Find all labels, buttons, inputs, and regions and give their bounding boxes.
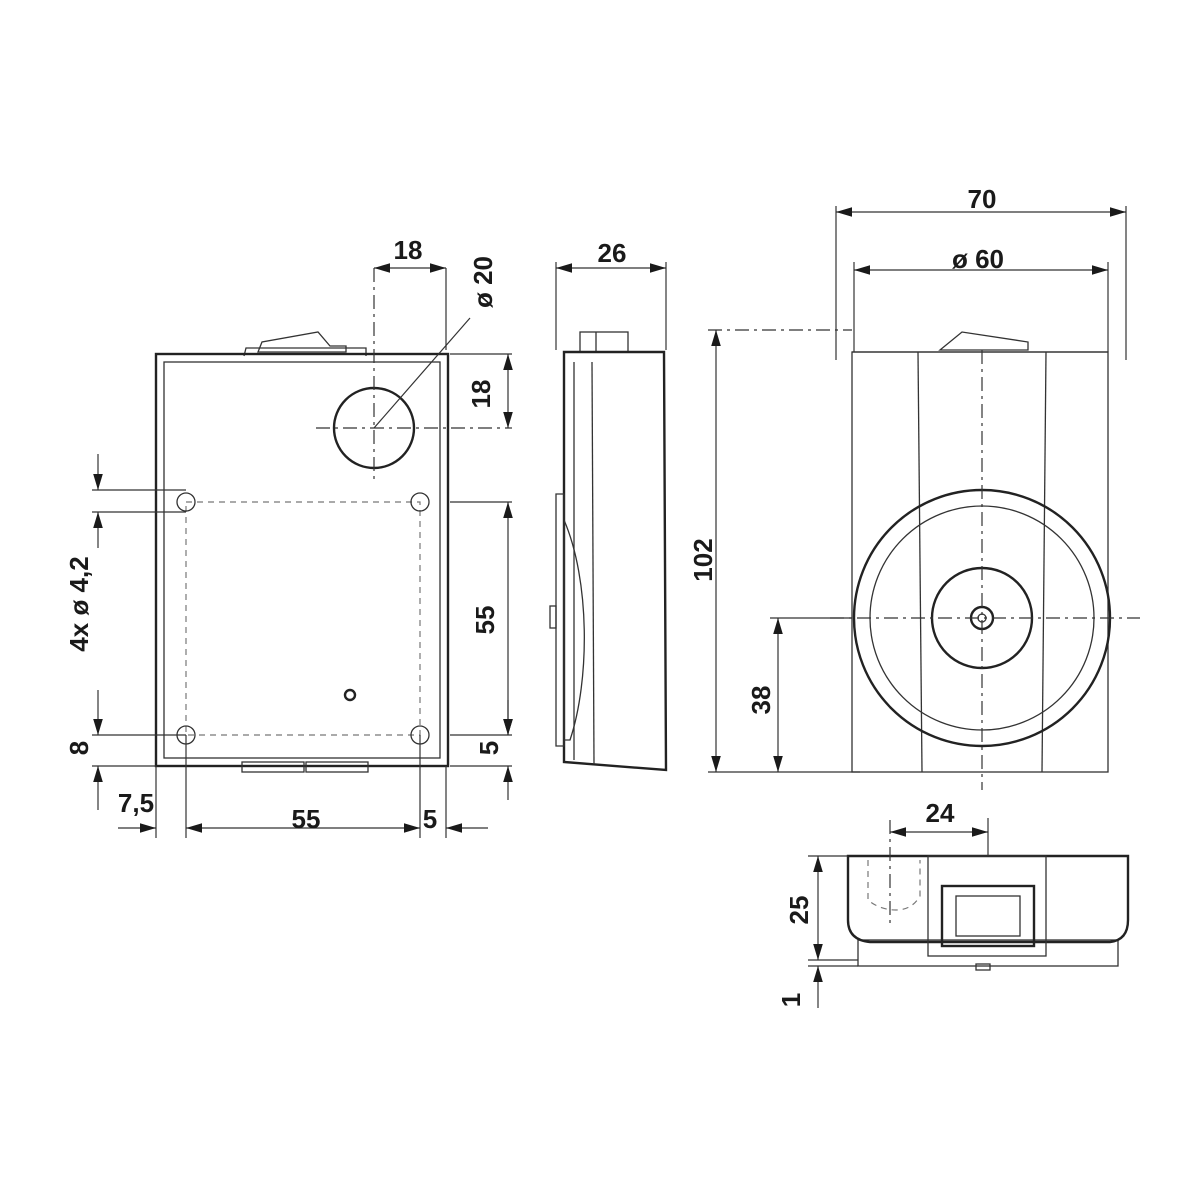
rear-extension-lines <box>708 206 1127 773</box>
bottom-switch-frame <box>927 855 1047 957</box>
dim-front-left-offset: 7,5 <box>118 788 154 818</box>
front-view <box>154 268 512 773</box>
dim-bottom-switch-width: 24 <box>926 798 955 828</box>
dim-front-mount-spacing-vertical: 55 <box>470 606 500 635</box>
dim-front-hole-offset-vertical: 18 <box>466 380 496 409</box>
bottom-dimension-arrows <box>813 827 988 1008</box>
dim-front-hole-spacing-top: 18 <box>394 235 423 265</box>
side-dimension <box>555 262 667 350</box>
bottom-extension-lines <box>808 818 989 967</box>
dim-front-hole-diameter: ø 20 <box>468 256 498 308</box>
dim-rear-height: 102 <box>688 538 718 581</box>
bottom-housing <box>846 854 1130 944</box>
side-view <box>549 331 668 772</box>
front-rocker-switch <box>257 331 347 353</box>
dim-front-bottom-right-offset: 5 <box>474 741 504 755</box>
front-dimension-arrows <box>93 263 513 833</box>
dim-rear-magnet-diameter: ø 60 <box>952 244 1004 274</box>
dim-rear-magnet-center-height: 38 <box>746 686 776 715</box>
dim-side-depth: 26 <box>598 238 627 268</box>
dimension-labels: 18 ø 20 18 4x ø 4,2 55 8 5 7,5 55 5 26 7… <box>64 184 1004 1007</box>
front-mount-hole <box>176 492 196 512</box>
front-mount-hole <box>410 492 430 512</box>
dim-front-mount-holes: 4x ø 4,2 <box>64 556 94 651</box>
dim-bottom-height: 25 <box>784 896 814 925</box>
dim-bottom-plate-thickness: 1 <box>776 993 806 1007</box>
side-housing <box>562 350 668 772</box>
bottom-view <box>846 820 1130 971</box>
dim-front-right-offset: 5 <box>423 804 437 834</box>
rear-dimension-arrows <box>711 207 1126 772</box>
dim-rear-width: 70 <box>968 184 997 214</box>
rear-view <box>830 331 1140 790</box>
dim-front-bottom-offset: 8 <box>64 741 94 755</box>
dim-front-mount-spacing-horizontal: 55 <box>292 804 321 834</box>
front-housing <box>154 352 450 768</box>
front-indicator-hole <box>343 688 357 702</box>
bottom-switch-rocker <box>955 895 1021 937</box>
